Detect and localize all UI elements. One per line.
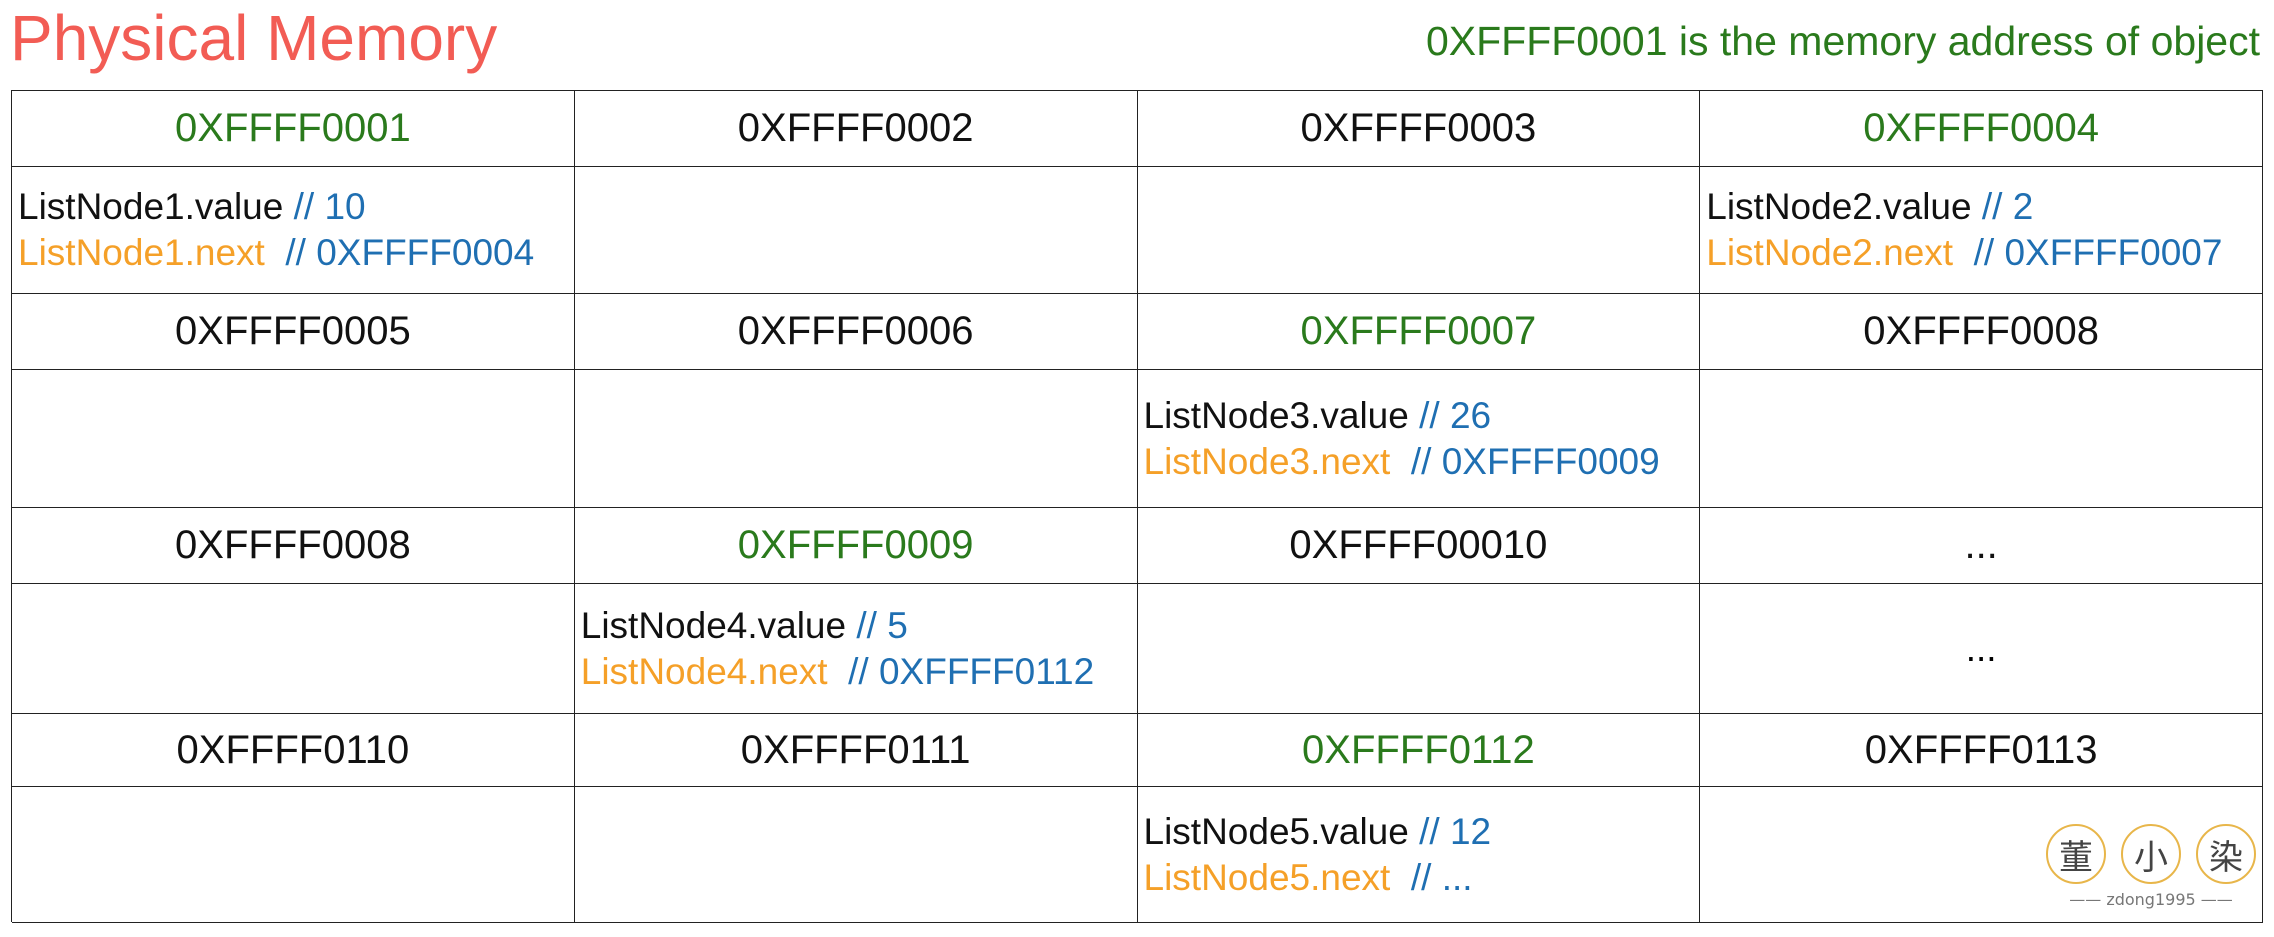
memory-address-cell: 0XFFFF0009 — [574, 508, 1138, 584]
memory-content-cell — [1137, 167, 1701, 294]
memory-content-cell: ... — [1700, 584, 2263, 714]
address-caption: 0XFFFF0001 is the memory address of obje… — [1425, 18, 2260, 64]
node-value-label: ListNode4.value — [580, 604, 847, 646]
memory-content-cell — [12, 787, 575, 923]
seal-char-2: 小 — [2121, 824, 2181, 884]
node-value-label: ListNode3.value — [1143, 394, 1409, 436]
memory-address-cell: 0XFFFF0110 — [12, 714, 575, 787]
memory-address-cell: 0XFFFF0001 — [12, 91, 575, 167]
memory-address-cell: ... — [1700, 508, 2263, 584]
node-value-comment: // 12 — [1408, 810, 1492, 852]
memory-content-cell — [12, 584, 575, 714]
node-next-label: ListNode5.next — [1143, 856, 1391, 898]
node-next-comment: // 0XFFFF0112 — [827, 650, 1095, 692]
node-next-comment: // 0XFFFF0007 — [1953, 232, 2223, 273]
memory-content-cell — [574, 370, 1138, 508]
memory-content-cell — [574, 787, 1138, 923]
node-next-comment: // ... — [1390, 856, 1473, 898]
memory-address-cell: 0XFFFF0008 — [1700, 294, 2263, 370]
node-value-comment: // 5 — [846, 604, 908, 646]
memory-address-cell: 0XFFFF0003 — [1137, 91, 1701, 167]
memory-content-cell — [1700, 370, 2263, 508]
node-value-line: ListNode3.value // 26 — [1144, 393, 1700, 439]
node-next-label: ListNode3.next — [1143, 440, 1391, 482]
seal-char-3: 染 — [2196, 824, 2256, 884]
memory-address-cell: 0XFFFF0004 — [1700, 91, 2263, 167]
memory-address-cell: 0XFFFF0112 — [1137, 714, 1701, 787]
memory-address-cell: 0XFFFF00010 — [1137, 508, 1701, 584]
node-next-label: ListNode4.next — [580, 650, 828, 692]
node-value-comment: // 26 — [1408, 394, 1492, 436]
node-value-comment: // 10 — [283, 186, 366, 227]
node-value-comment: // 2 — [1971, 186, 2034, 227]
memory-address-cell: 0XFFFF0006 — [574, 294, 1138, 370]
memory-content-cell — [12, 370, 575, 508]
memory-address-cell: 0XFFFF0111 — [574, 714, 1138, 787]
memory-address-cell: 0XFFFF0002 — [574, 91, 1138, 167]
watermark-logo: 董 小 染 —— zdong1995 —— — [2046, 824, 2256, 919]
node-value-line: ListNode4.value // 5 — [581, 603, 1137, 649]
node-next-label: ListNode1.next — [18, 232, 265, 273]
node-next-line: ListNode4.next // 0XFFFF0112 — [581, 649, 1137, 695]
node-next-label: ListNode2.next — [1706, 232, 1954, 273]
seal-char-1: 董 — [2046, 824, 2106, 884]
node-value-label: ListNode5.value — [1143, 810, 1409, 852]
node-next-line: ListNode1.next // 0XFFFF0004 — [18, 230, 574, 276]
node-value-line: ListNode5.value // 12 — [1144, 809, 1700, 855]
node-next-line: ListNode5.next // ... — [1144, 855, 1700, 901]
node-value-line: ListNode2.value // 2 — [1706, 184, 2262, 230]
node-next-comment: // 0XFFFF0004 — [264, 232, 535, 273]
node-next-line: ListNode2.next // 0XFFFF0007 — [1706, 230, 2262, 276]
watermark-handle: —— zdong1995 —— — [2069, 890, 2233, 909]
memory-address-cell: 0XFFFF0005 — [12, 294, 575, 370]
memory-address-cell: 0XFFFF0007 — [1137, 294, 1701, 370]
node-next-comment: // 0XFFFF0009 — [1390, 440, 1660, 482]
memory-content-cell — [574, 167, 1138, 294]
memory-content-cell — [1700, 787, 2263, 923]
node-value-label: ListNode1.value — [18, 186, 284, 227]
memory-address-cell: 0XFFFF0113 — [1700, 714, 2263, 787]
memory-content-cell — [1137, 584, 1701, 714]
node-value-label: ListNode2.value — [1706, 186, 1972, 227]
node-value-line: ListNode1.value // 10 — [18, 184, 574, 230]
page-title: Physical Memory — [10, 2, 498, 74]
node-next-line: ListNode3.next // 0XFFFF0009 — [1144, 439, 1700, 485]
ellipsis-text: ... — [1965, 627, 1997, 669]
memory-address-cell: 0XFFFF0008 — [12, 508, 575, 584]
